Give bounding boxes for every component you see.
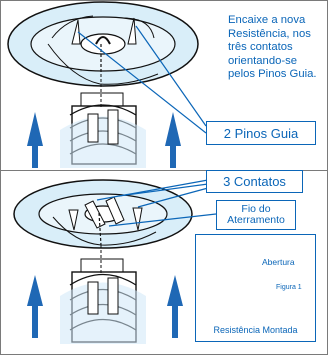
lower-panel (1, 170, 327, 355)
figure-label: Figura 1 (276, 284, 302, 291)
lower-resistance-element (60, 245, 146, 344)
lower-arrows (27, 275, 183, 338)
guide-pin-leaders (77, 25, 207, 134)
instruction-text: Encaixe a nova Resistência, nos três con… (228, 14, 317, 80)
opening-label: Abertura (262, 257, 295, 267)
upper-arrows (27, 112, 181, 168)
contacts-callout: 3 Contatos (206, 170, 303, 193)
assembled-inset: Resistência Montada (195, 234, 316, 342)
contact-leaders (96, 179, 217, 227)
upper-resistance-element (60, 74, 146, 168)
inset-caption: Resistência Montada (213, 325, 298, 335)
guide-pins-callout: 2 Pinos Guia (206, 121, 316, 145)
lower-housing-illustration (13, 179, 193, 249)
ground-wire-callout: Fio do Aterramento (216, 200, 296, 230)
